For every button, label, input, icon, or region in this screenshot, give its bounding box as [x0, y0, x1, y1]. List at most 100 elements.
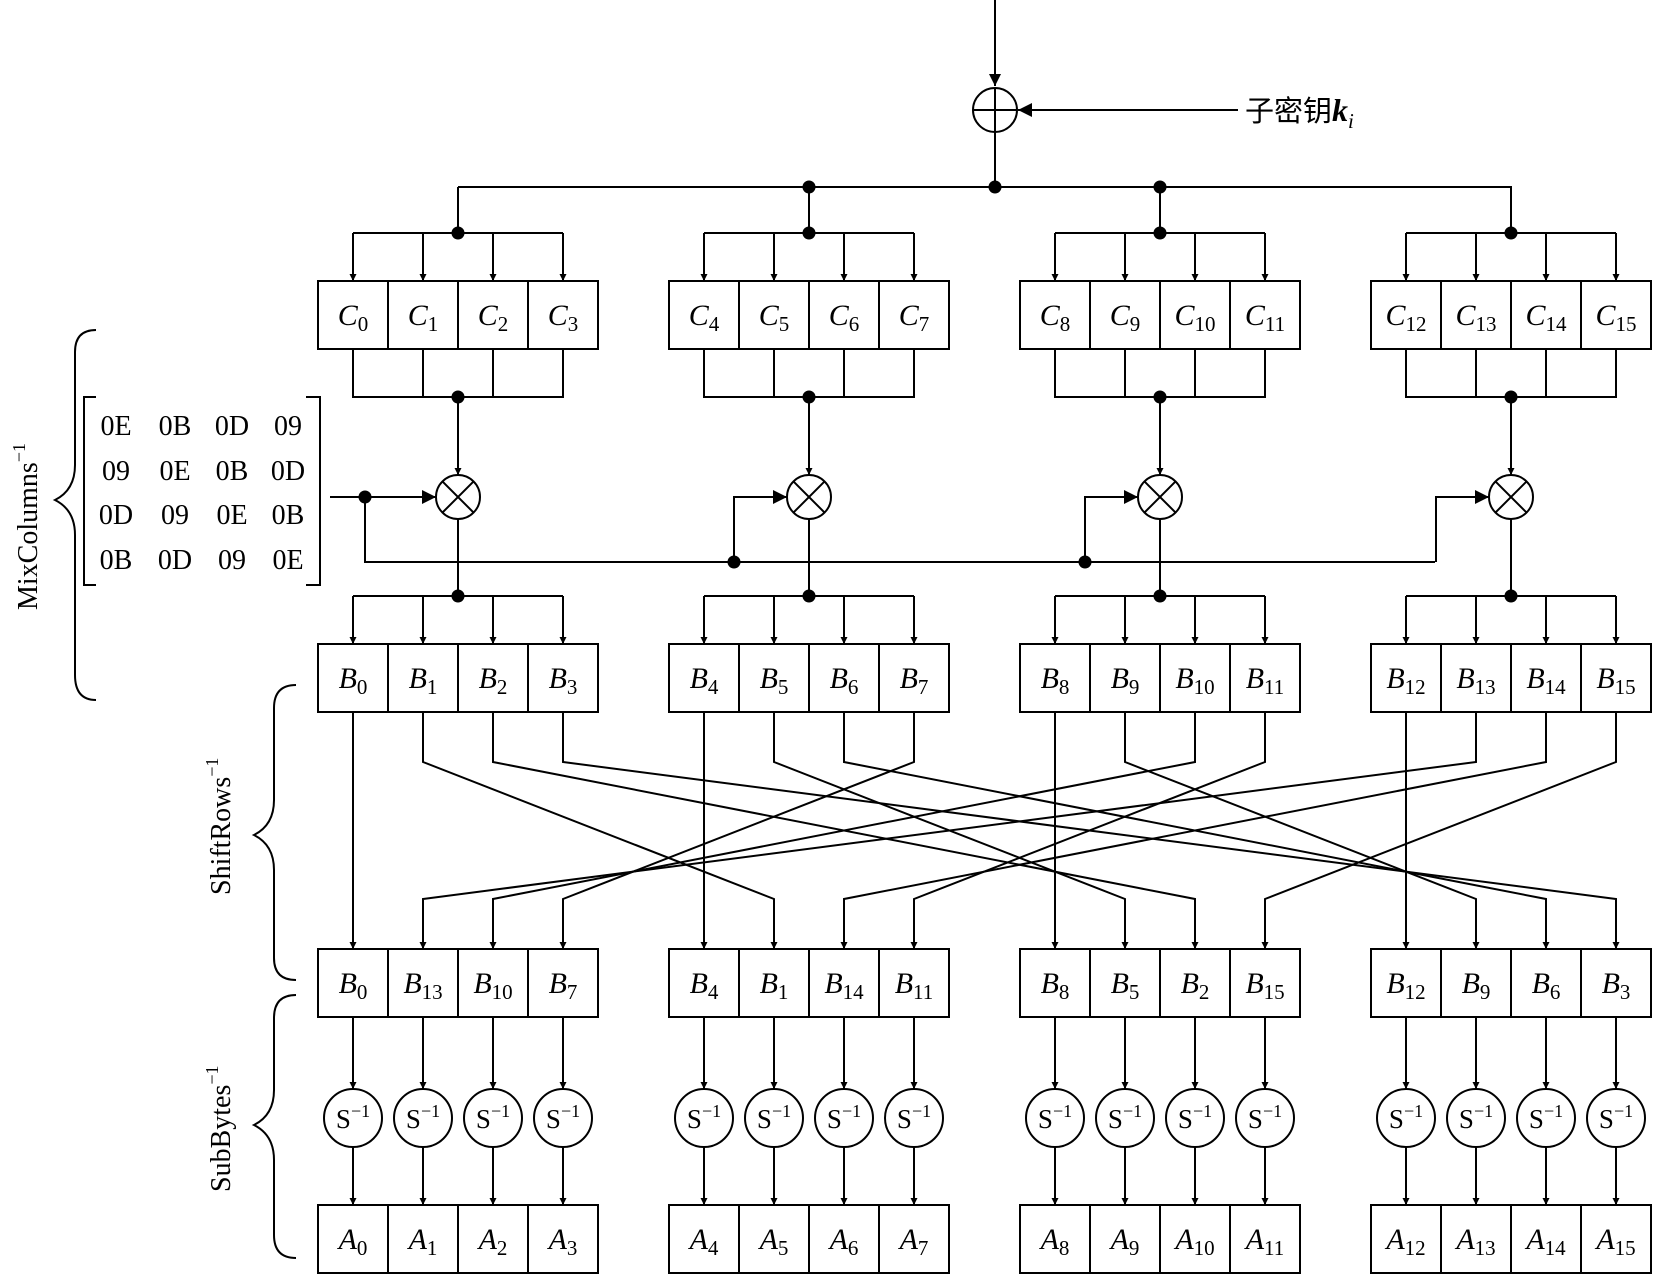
sbox-label-sup-7: −1 — [912, 1101, 931, 1121]
a-cell-12-label: A12 — [1384, 1223, 1425, 1260]
shifted-b-cell-1-letter: B — [403, 967, 421, 1000]
a-cell-2 — [457, 1204, 529, 1274]
matrix-cell-0-0: 0E — [100, 411, 131, 442]
sbox-label-base-8: S — [1038, 1104, 1053, 1134]
b-cell-12-label: B12 — [1386, 662, 1425, 699]
c-cell-11 — [1229, 280, 1301, 350]
shifted-b-cell-1-label: B13 — [403, 967, 442, 1004]
shifted-b-cell-0-label: B0 — [339, 967, 368, 1004]
b-cell-3-label: B3 — [549, 662, 578, 699]
shifted-b-cell-12-label: B12 — [1386, 967, 1425, 1004]
top-bus — [458, 186, 1512, 233]
shifted-b-cell-2-letter: B — [473, 967, 491, 1000]
b-cell-6-subscript: 6 — [848, 675, 859, 699]
b-cell-15-label: B15 — [1596, 662, 1635, 699]
shift-wire-9-to-13 — [1124, 712, 1480, 949]
sbox-label-sup-2: −1 — [491, 1101, 510, 1121]
b-cell-3 — [527, 643, 599, 713]
sbox-label-sup-14: −1 — [1544, 1101, 1563, 1121]
sbox-15 — [1586, 1088, 1646, 1148]
b-cell-2-label: B2 — [479, 662, 508, 699]
sbox-label-sup-12: −1 — [1404, 1101, 1423, 1121]
a-cell-6-letter: A — [828, 1223, 849, 1256]
a-cell-14 — [1510, 1204, 1582, 1274]
b-cell-13-label: B13 — [1456, 662, 1495, 699]
a-cell-7-subscript: 7 — [918, 1236, 929, 1260]
b-cell-11-letter: B — [1246, 662, 1264, 695]
a-cell-3 — [527, 1204, 599, 1274]
b-cell-13 — [1440, 643, 1512, 713]
sbox-0 — [323, 1088, 383, 1148]
c-fanin-dot-1 — [802, 226, 816, 240]
shift-wire-7-to-3 — [559, 712, 915, 949]
b-cell-9 — [1089, 643, 1161, 713]
sbox-label-base-15: S — [1599, 1104, 1614, 1134]
a-cell-13 — [1440, 1204, 1512, 1274]
c-cell-0-label: C0 — [338, 299, 369, 336]
a-cell-2-subscript: 2 — [497, 1236, 508, 1260]
b-cell-5 — [738, 643, 810, 713]
xor-addroundkey — [972, 87, 1018, 133]
a-cell-9-subscript: 9 — [1129, 1236, 1140, 1260]
matrix-cell-3-0: 0B — [100, 545, 133, 576]
c-cell-5-letter: C — [759, 299, 780, 332]
a-cell-9-label: A9 — [1109, 1223, 1140, 1260]
c-cell-9-letter: C — [1110, 299, 1131, 332]
shifted-b-cell-0-letter: B — [339, 967, 357, 1000]
b-cell-8-label: B8 — [1041, 662, 1070, 699]
shift-wire-15-to-11 — [1261, 712, 1617, 949]
c-cell-9 — [1089, 280, 1161, 350]
shifted-b-cell-15-subscript: 3 — [1620, 980, 1631, 1004]
wire-layer — [330, 132, 1620, 1205]
sbox-1 — [393, 1088, 453, 1148]
c-collect-2 — [1054, 349, 1266, 398]
b-cell-11-subscript: 11 — [1264, 675, 1284, 699]
c-cell-5-subscript: 5 — [779, 312, 790, 336]
a-cell-10-subscript: 10 — [1194, 1236, 1215, 1260]
c-cell-7 — [878, 280, 950, 350]
a-cell-11-subscript: 11 — [1264, 1236, 1284, 1260]
mul-matrix-feed-1 — [733, 490, 787, 562]
sbox-label-3: S−1 — [546, 1101, 580, 1134]
sbox-label-sup-3: −1 — [561, 1101, 580, 1121]
b-cell-10 — [1159, 643, 1231, 713]
shifted-b-cell-4-subscript: 4 — [708, 980, 719, 1004]
a-cell-14-letter: A — [1524, 1223, 1545, 1256]
c-cell-6-subscript: 6 — [849, 312, 860, 336]
sbox-label-base-11: S — [1248, 1104, 1263, 1134]
c-cell-6 — [808, 280, 880, 350]
subkey-prefix: 子密钥 — [1245, 94, 1332, 128]
sbox-7 — [884, 1088, 944, 1148]
c-cell-0-subscript: 0 — [358, 312, 369, 336]
a-cell-13-label: A13 — [1454, 1223, 1495, 1260]
shift-wire-1-to-5 — [422, 712, 778, 949]
c-cell-7-letter: C — [899, 299, 920, 332]
mixcolumns-brace — [52, 329, 97, 701]
sbox-9 — [1095, 1088, 1155, 1148]
matrix-cell-0-3: 09 — [274, 411, 302, 442]
mixcolumns-name: MixColumns — [13, 462, 44, 610]
b-cell-11 — [1229, 643, 1301, 713]
c-collect-1 — [703, 349, 915, 398]
a-cell-10-label: A10 — [1173, 1223, 1214, 1260]
a-cell-15-letter: A — [1594, 1223, 1615, 1256]
b-fanin-dot-1 — [802, 589, 816, 603]
shifted-b-cell-3 — [527, 948, 599, 1018]
a-cell-12-letter: A — [1384, 1223, 1405, 1256]
c-cell-0 — [317, 280, 389, 350]
a-cell-15 — [1580, 1204, 1652, 1274]
c-collect-0 — [352, 349, 564, 398]
c-cell-8 — [1019, 280, 1091, 350]
sbox-12 — [1376, 1088, 1436, 1148]
matrix-cell-1-0: 09 — [102, 456, 130, 487]
b-cell-9-letter: B — [1111, 662, 1129, 695]
b-cell-10-letter: B — [1175, 662, 1193, 695]
matrix-cell-3-2: 09 — [218, 545, 246, 576]
matrix-cell-3-3: 0E — [272, 545, 303, 576]
sbox-11 — [1235, 1088, 1295, 1148]
b-cell-1-subscript: 1 — [427, 675, 438, 699]
a-cell-4-letter: A — [688, 1223, 709, 1256]
shifted-b-cell-3-letter: B — [549, 967, 567, 1000]
sbox-label-base-9: S — [1108, 1104, 1123, 1134]
sbox-label-9: S−1 — [1108, 1101, 1142, 1134]
